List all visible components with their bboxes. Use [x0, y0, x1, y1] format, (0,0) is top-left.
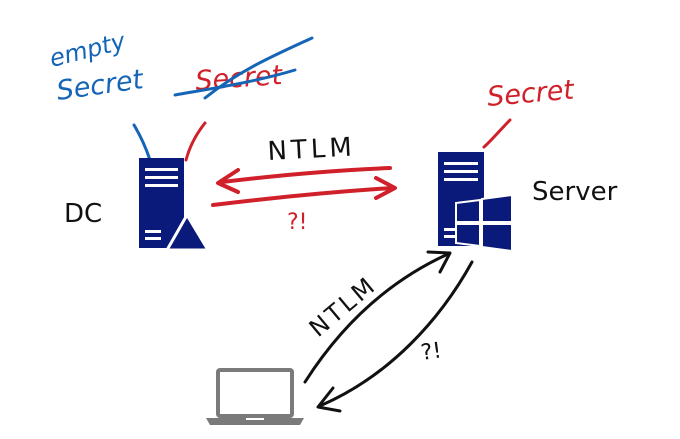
label-server: Server [532, 177, 618, 207]
ntlm-request-arrow [216, 166, 392, 194]
label-secret-server: Secret [486, 74, 577, 113]
label-question-top: ?! [287, 210, 308, 235]
label-ntlm-top: NTLM [267, 132, 357, 167]
dc-server-icon [139, 158, 210, 252]
strike-cross-line [203, 36, 314, 100]
dc-blue-connector [132, 123, 152, 162]
strike-through-line [173, 68, 297, 97]
label-empty: empty [47, 27, 129, 73]
label-dc: DC [64, 199, 102, 229]
server-icon [438, 152, 513, 253]
ntlm-response-arrow [211, 176, 397, 207]
windows-logo-icon [455, 193, 513, 253]
server-red-connector [482, 118, 512, 149]
laptop-icon [206, 368, 304, 425]
label-secret-crossed: Secret [194, 60, 284, 97]
label-secret-blue: Secret [55, 64, 147, 107]
label-question-bottom: ?! [419, 338, 443, 366]
server-to-client-arrow [316, 260, 474, 413]
client-to-server-arrow [303, 250, 452, 384]
dc-red-connector [184, 121, 207, 162]
